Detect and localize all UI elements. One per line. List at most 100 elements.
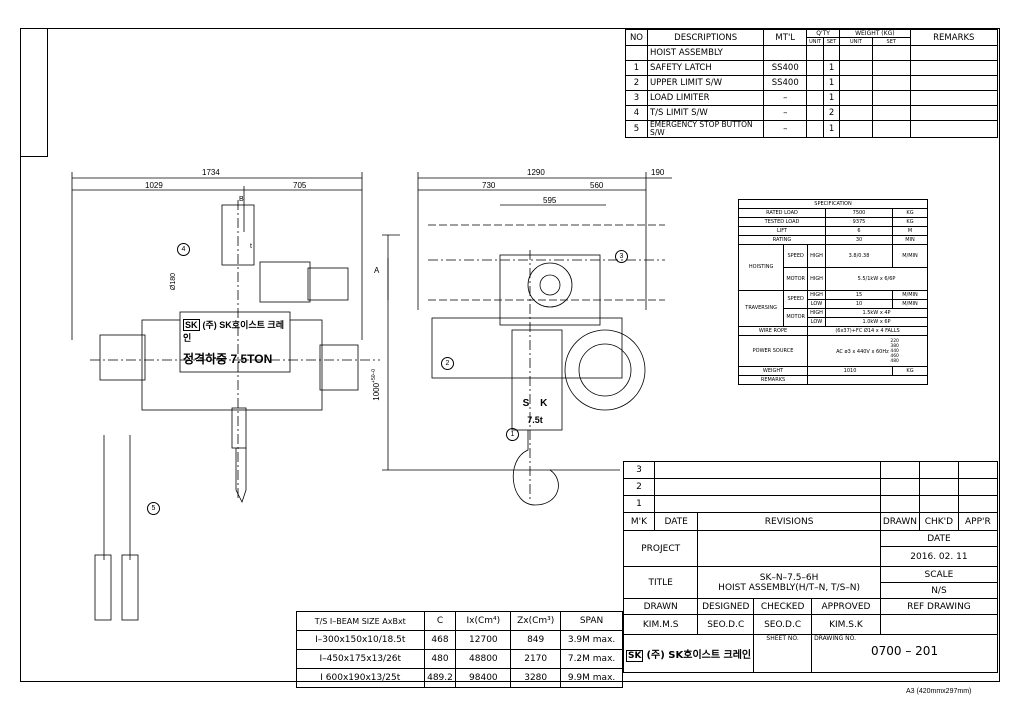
revision-drawn — [879, 495, 920, 513]
bom-qty-set: 1 — [823, 120, 841, 138]
bom-qty-unit — [806, 105, 825, 121]
bom-mtl: – — [763, 120, 808, 138]
spec-unit: M — [892, 226, 928, 236]
tb-approved-label: APPROVED — [811, 598, 881, 615]
bom-qty-unit — [806, 120, 825, 138]
bom-w-set — [871, 75, 911, 91]
spec-remarks-value — [807, 375, 928, 385]
tb-checked-label: CHECKED — [753, 598, 813, 615]
tb-approved-value: KIM.S.K — [811, 614, 881, 635]
revision-chkd — [918, 495, 959, 513]
spec-unit: KG — [892, 366, 928, 376]
spec-speed: SPEED — [783, 244, 809, 268]
paper-size-label: A3 (420mmx297mm) — [906, 688, 972, 695]
voltage: 440 — [890, 348, 899, 354]
bom-desc: T/S LIMIT S/W — [646, 105, 765, 121]
beam-cell: 12700 — [455, 630, 512, 650]
spec-value: 10 — [825, 299, 894, 309]
bom-w-unit — [839, 120, 873, 138]
bom-qty-unit — [806, 45, 825, 61]
dim-side-left: 730 — [482, 181, 496, 190]
tb-drawn-label: DRAWN — [622, 598, 699, 615]
bom-header-desc: DESCRIPTIONS — [646, 29, 765, 46]
beam-header: T/S I–BEAM SIZE AxBxt — [296, 611, 425, 631]
hook-block-label: S K 7.5t — [520, 398, 550, 425]
bom-header-w-unit: UNIT — [839, 37, 873, 46]
bom-qty-set: 1 — [823, 75, 841, 91]
bom-no: 2 — [625, 75, 648, 91]
bom-w-set — [871, 45, 911, 61]
revision-drawn — [879, 478, 920, 496]
spec-label: WEIGHT — [737, 366, 809, 376]
beam-cell: 9.9M max. — [560, 668, 623, 688]
bom-w-unit — [839, 90, 873, 106]
tb-checked-value: SEO.D.C — [753, 614, 813, 635]
spec-value: 9375 — [825, 217, 894, 227]
spec-motor: MOTOR — [783, 308, 809, 327]
voltage: 480 — [890, 358, 899, 364]
binding-margin — [20, 28, 48, 157]
sk-letter-k: K — [540, 398, 548, 409]
spec-value: 1.0kW x 6P — [825, 317, 928, 327]
dim-diameter: Ø180 — [170, 272, 178, 291]
spec-value: 6 — [825, 226, 894, 236]
revision-mark: 1 — [623, 495, 655, 513]
revision-entry — [653, 478, 881, 496]
spec-high: HIGH — [807, 244, 827, 268]
tb-scale-label: SCALE — [879, 566, 999, 583]
bom-row: HOIST ASSEMBLY — [625, 45, 999, 61]
bom-remarks — [909, 105, 999, 121]
beam-cell: 849 — [510, 630, 562, 650]
bom-header-qty: Q'TY — [806, 29, 841, 38]
dim-t: t — [250, 243, 252, 250]
revision-appr — [957, 478, 999, 496]
voltage: 220 — [890, 338, 899, 344]
bom-header-qty-set: SET — [823, 37, 841, 46]
spec-unit: M/MIN — [892, 244, 928, 268]
spec-value: (6x37)+FC Ø14 x 4 FALLS — [807, 326, 928, 336]
tb-mk: M'K — [623, 512, 655, 531]
bom-w-unit — [839, 105, 873, 121]
bom-qty-unit — [806, 75, 825, 91]
spec-value: 1.5kW x 4P — [825, 308, 928, 318]
bom-desc: LOAD LIMITER — [646, 90, 765, 106]
sk-logo: SK — [183, 319, 200, 331]
bom-header-qty-unit: UNIT — [806, 37, 825, 46]
bom-qty-set — [823, 45, 841, 61]
tb-drawing-no-label: DRAWING NO. — [814, 635, 857, 643]
spec-voltages: 220 380 440 460 480 — [890, 339, 899, 364]
bom-mtl: – — [763, 105, 808, 121]
spec-value: 30 — [825, 235, 894, 245]
bom-desc: HOIST ASSEMBLY — [646, 45, 765, 61]
tb-revisions-header: REVISIONS — [697, 512, 881, 531]
spec-hoisting: HOISTING — [737, 244, 785, 291]
tb-drawing-no: DRAWING NO. 0700 – 201 — [811, 634, 998, 673]
bom-remarks — [909, 45, 999, 61]
beam-header: Ix(Cm⁴) — [455, 611, 512, 631]
spec-label: POWER SOURCE — [737, 335, 809, 367]
beam-header: Zx(Cm³) — [510, 611, 562, 631]
bom-remarks — [909, 90, 999, 106]
hoist-nameplate: SK(주) SK호이스트 크레인 정격하중 7.5TON — [183, 318, 287, 367]
bom-no: 1 — [625, 60, 648, 76]
tb-sheet-no: SHEET NO. — [753, 634, 813, 673]
revision-drawn — [879, 461, 920, 479]
bom-w-unit — [839, 75, 873, 91]
beam-cell: 489.2 — [423, 668, 457, 688]
bom-mtl: SS400 — [763, 75, 808, 91]
tb-sheet-no-label: SHEET NO. — [766, 635, 799, 643]
bom-w-unit — [839, 45, 873, 61]
beam-cell: 7.2M max. — [560, 649, 623, 669]
spec-hoist-motor: 5.5/1kW x 6/6P — [825, 267, 928, 291]
revision-chkd — [918, 478, 959, 496]
bom-desc: UPPER LIMIT S/W — [646, 75, 765, 91]
spec-label: REMARKS — [737, 375, 809, 385]
spec-value: 15 — [825, 290, 894, 300]
bom-no: 4 — [625, 105, 648, 121]
dim-a: A — [374, 266, 380, 275]
bom-header-w-set: SET — [871, 37, 911, 46]
tb-title-label: TITLE — [622, 566, 699, 599]
